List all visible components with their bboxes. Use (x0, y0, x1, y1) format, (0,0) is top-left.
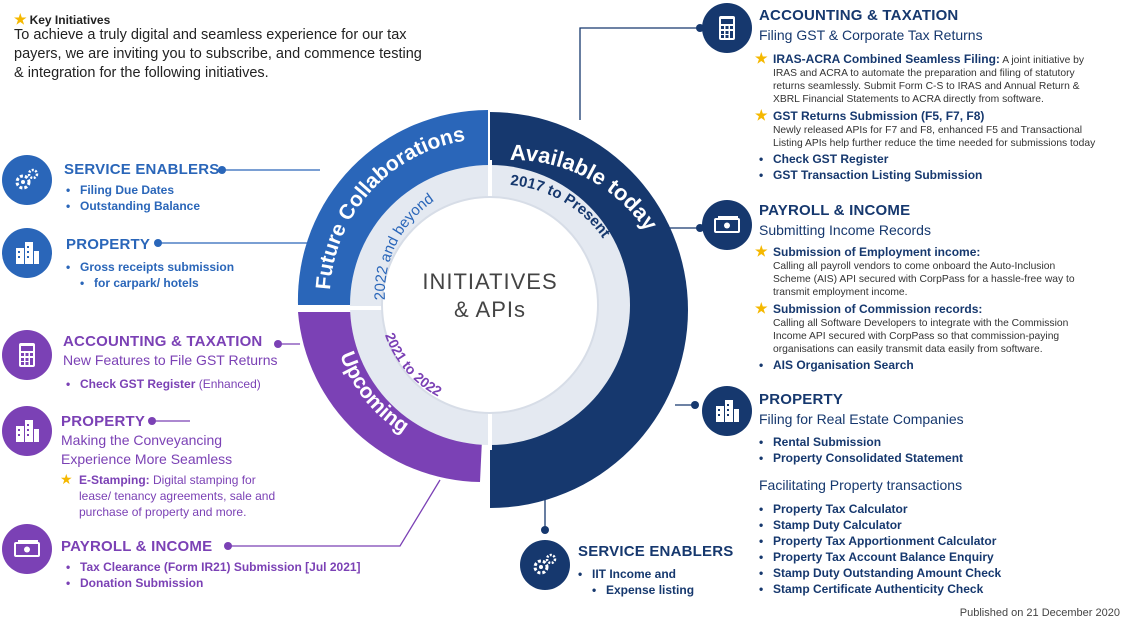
buildings-icon (2, 406, 52, 456)
service-enablers-right-list: IIT Income and Expense listing (578, 566, 694, 598)
star-item-title: ★Submission of Employment income: (755, 243, 981, 260)
star-item-title: ★Submission of Commission records: (755, 300, 983, 317)
list-item: Stamp Duty Calculator (759, 517, 1001, 533)
gears-icon (520, 540, 570, 590)
service-enablers-left-list: Filing Due Dates Outstanding Balance (66, 182, 200, 214)
payroll-right-list: AIS Organisation Search (759, 357, 914, 373)
list-item: for carpark/ hotels (66, 275, 234, 291)
calculator-icon (2, 330, 52, 380)
accounting-upcoming-subtitle: New Features to File GST Returns (63, 352, 278, 368)
payroll-upcoming-list: Tax Clearance (Form IR21) Submission [Ju… (66, 559, 361, 591)
money-icon (2, 524, 52, 574)
payroll-right-title: PAYROLL & INCOME (759, 202, 911, 219)
gears-icon (2, 155, 52, 205)
property-upcoming-title: PROPERTY (61, 413, 146, 430)
list-item: AIS Organisation Search (759, 357, 914, 373)
list-item: Rental Submission (759, 434, 963, 450)
list-item: Property Tax Apportionment Calculator (759, 533, 1001, 549)
key-initiatives-label: ★Key Initiatives (14, 11, 111, 27)
center-circle (381, 196, 599, 414)
accounting-right-list: Check GST Register GST Transaction Listi… (759, 151, 982, 183)
payroll-right-subtitle: Submitting Income Records (759, 222, 931, 238)
accounting-right-details: ★IRAS-ACRA Combined Seamless Filing: A j… (755, 50, 1133, 150)
accounting-upcoming-list: Check GST Register (Enhanced) (66, 376, 261, 392)
connector-accounting-right (579, 27, 700, 120)
connector-payroll-left (228, 479, 441, 547)
property-right-title: PROPERTY (759, 391, 844, 408)
list-item: GST Transaction Listing Submission (759, 167, 982, 183)
list-item: Property Consolidated Statement (759, 450, 963, 466)
list-item: Property Tax Calculator (759, 501, 1001, 517)
star-item-title: ★IRAS-ACRA Combined Seamless Filing: A j… (755, 50, 1085, 67)
calculator-icon (702, 3, 752, 53)
star-icon: ★ (755, 107, 768, 123)
list-item: Property Tax Account Balance Enquiry (759, 549, 1001, 565)
property-future-title: PROPERTY (66, 236, 151, 253)
list-item: Outstanding Balance (66, 198, 200, 214)
list-item: Stamp Certificate Authenticity Check (759, 581, 1001, 597)
center-title: INITIATIVES & APIs (422, 269, 558, 322)
property-right-list: Rental Submission Property Consolidated … (759, 434, 963, 466)
money-icon (702, 200, 752, 250)
list-item: Gross receipts submission (66, 259, 234, 275)
buildings-icon (702, 386, 752, 436)
property-upcoming-subtitle-2: Experience More Seamless (61, 451, 233, 467)
list-item: Filing Due Dates (66, 182, 200, 198)
list-item: Tax Clearance (Form IR21) Submission [Ju… (66, 559, 361, 575)
service-enablers-right-title: SERVICE ENABLERS (578, 543, 734, 560)
star-icon: ★ (14, 11, 27, 27)
list-item: Check GST Register (759, 151, 982, 167)
payroll-upcoming-title: PAYROLL & INCOME (61, 538, 213, 555)
property-future-list: Gross receipts submission for carpark/ h… (66, 259, 234, 291)
list-item: IIT Income and (578, 566, 694, 582)
e-stamping-block: ★ E-Stamping: Digital stamping for lease… (60, 471, 276, 519)
intro-text: To achieve a truly digital and seamless … (14, 27, 422, 81)
star-icon: ★ (755, 300, 768, 316)
published-date: Published on 21 December 2020 (959, 607, 1120, 619)
buildings-icon (2, 228, 52, 278)
payroll-right-details: ★Submission of Employment income: Callin… (755, 243, 1133, 356)
star-item-title: ★GST Returns Submission (F5, F7, F8) (755, 107, 985, 124)
star-icon: ★ (755, 243, 768, 259)
list-item: Stamp Duty Outstanding Amount Check (759, 565, 1001, 581)
accounting-right-subtitle: Filing GST & Corporate Tax Returns (759, 27, 983, 43)
star-icon: ★ (60, 471, 73, 487)
property-right-list-2: Property Tax Calculator Stamp Duty Calcu… (759, 501, 1001, 597)
accounting-upcoming-title: ACCOUNTING & TAXATION (63, 333, 263, 350)
list-item: Donation Submission (66, 575, 361, 591)
property-upcoming-subtitle-1: Making the Conveyancing (61, 432, 223, 448)
property-right-subtitle: Filing for Real Estate Companies (759, 411, 964, 427)
list-item: Check GST Register (Enhanced) (66, 376, 261, 392)
list-item: Expense listing (578, 582, 694, 598)
property-right-subtitle-2: Facilitating Property transactions (759, 477, 963, 493)
star-icon: ★ (755, 50, 768, 66)
accounting-right-title: ACCOUNTING & TAXATION (759, 7, 959, 24)
service-enablers-left-title: SERVICE ENABLERS (64, 161, 220, 178)
